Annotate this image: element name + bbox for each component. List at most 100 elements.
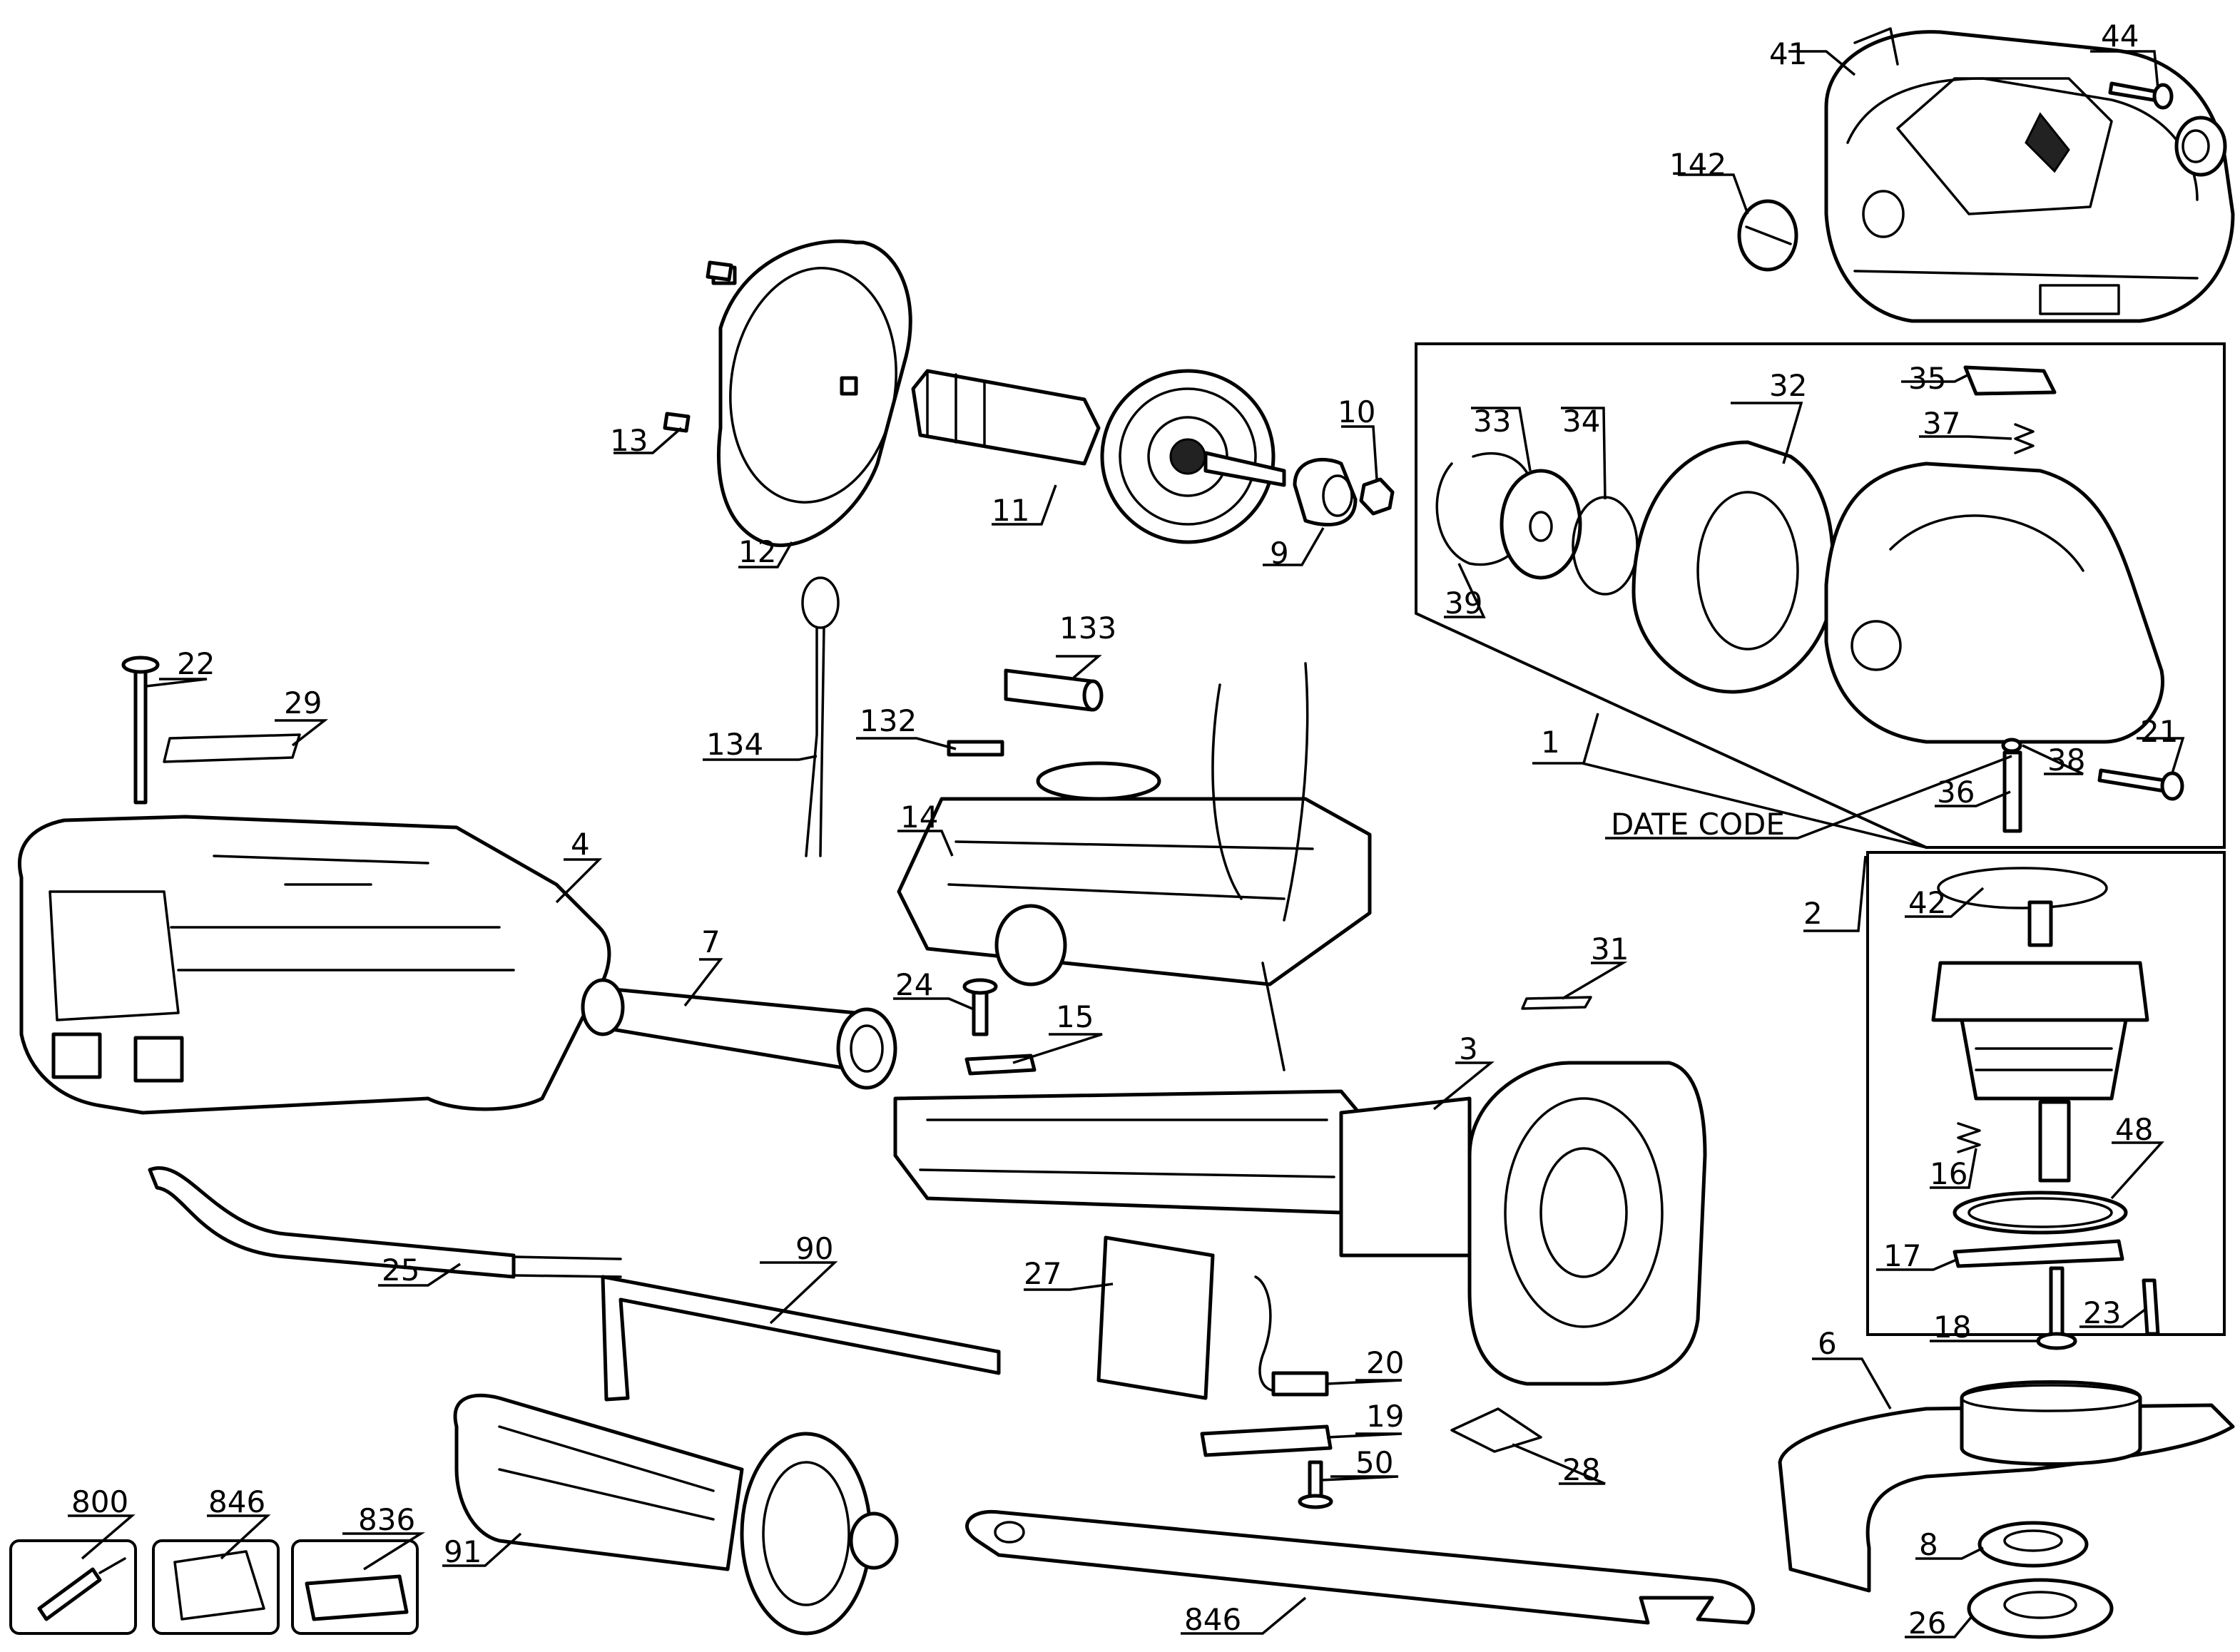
- callout-23: 23: [2083, 1295, 2121, 1330]
- part-90-hex-key: [601, 1275, 1001, 1402]
- part-19-brush-plate: [1200, 1424, 1333, 1457]
- part-28-label: [1450, 1407, 1542, 1453]
- callout-41: 41: [1769, 36, 1807, 71]
- callout-132: 132: [860, 703, 917, 738]
- callout-134: 134: [706, 727, 763, 762]
- callout-10: 10: [1338, 394, 1375, 429]
- part-10-nut: [1359, 477, 1395, 516]
- callout-32: 32: [1769, 368, 1807, 403]
- callout-11: 11: [992, 493, 1029, 528]
- part-132-connector: [947, 740, 1004, 757]
- callout-8: 8: [1919, 1527, 1938, 1562]
- callout-21: 21: [2140, 714, 2178, 749]
- kit-1-box: [1415, 342, 2226, 849]
- part-7-tube: [581, 978, 897, 1090]
- date-code-label: DATE CODE: [1611, 807, 1785, 842]
- callout-20: 20: [1366, 1345, 1404, 1380]
- callout-91: 91: [444, 1534, 482, 1569]
- callout-18: 18: [1933, 1310, 1971, 1345]
- callout-846-kit: 846: [208, 1484, 265, 1519]
- callout-24: 24: [895, 967, 933, 1002]
- part-31-label: [1521, 996, 1592, 1010]
- callout-42: 42: [1908, 885, 1946, 920]
- callout-800: 800: [71, 1484, 128, 1519]
- callout-35: 35: [1908, 361, 1946, 396]
- part-134-cable-tie: [801, 576, 840, 857]
- part-91-side-handle: [453, 1393, 899, 1636]
- callout-19: 19: [1366, 1399, 1404, 1434]
- part-3-motor-housing: [893, 1061, 1707, 1386]
- part-29-label: [163, 733, 301, 763]
- part-18-screw: [2036, 1266, 2077, 1350]
- callout-37: 37: [1923, 406, 1960, 441]
- part-38-washer: [2001, 738, 2022, 753]
- part-16-spring: [1957, 1122, 1981, 1153]
- callout-9: 9: [1270, 536, 1289, 571]
- callout-2: 2: [1803, 896, 1823, 931]
- callout-36: 36: [1937, 775, 1975, 810]
- part-11-armature: [911, 369, 1286, 544]
- callout-1: 1: [1541, 725, 1560, 760]
- callout-26: 26: [1908, 1606, 1946, 1641]
- callout-15: 15: [1056, 999, 1094, 1034]
- part-41-end-cap: [1824, 27, 2235, 323]
- part-44-screw: [2108, 81, 2174, 110]
- callout-133: 133: [1059, 611, 1116, 646]
- callout-3: 3: [1459, 1031, 1478, 1066]
- part-14-field-assembly: [897, 662, 1372, 1071]
- callout-6: 6: [1818, 1326, 1837, 1361]
- part-20-brush-holder: [1254, 1275, 1329, 1397]
- callout-34: 34: [1562, 404, 1600, 439]
- part-48-ring: [1953, 1190, 2128, 1235]
- callout-846-spanner: 846: [1184, 1602, 1241, 1637]
- part-36-pin: [2002, 750, 2022, 833]
- part-13-pins: [663, 260, 733, 433]
- callout-22: 22: [177, 646, 215, 681]
- part-34-o-ring: [1572, 496, 1639, 596]
- part-4-housing-half: [18, 815, 611, 1115]
- part-12-baffle: [711, 239, 912, 547]
- part-35-lock-button: [1963, 365, 2057, 396]
- callout-38: 38: [2047, 743, 2085, 777]
- callout-14: 14: [900, 800, 938, 835]
- callout-12: 12: [738, 534, 776, 569]
- callout-142: 142: [1669, 147, 1726, 182]
- callout-50: 50: [1355, 1445, 1393, 1480]
- part-50-screw: [1298, 1460, 1333, 1509]
- callout-16: 16: [1930, 1156, 1967, 1191]
- part-8-flange: [1977, 1521, 2089, 1568]
- cap-washer: [2174, 116, 2227, 177]
- gear-case: [1824, 462, 2164, 744]
- callout-29: 29: [284, 685, 322, 720]
- callout-labels: 41 44 142 13 12 11 9 10 39 33 34 32 35 3…: [71, 19, 2178, 1641]
- callout-39: 39: [1445, 586, 1482, 621]
- callout-31: 31: [1591, 932, 1629, 967]
- kit-800-box: [9, 1539, 137, 1635]
- part-846-spanner: [965, 1509, 1756, 1625]
- callout-28: 28: [1562, 1452, 1600, 1487]
- kit-846-box: [152, 1539, 280, 1635]
- part-33-bearing: [1500, 469, 1582, 580]
- part-21-screw: [2097, 768, 2184, 801]
- leader-lines: [68, 50, 2185, 1638]
- part-24-screw: [962, 978, 998, 1036]
- callout-48: 48: [2115, 1112, 2153, 1147]
- part-32-fan: [1631, 440, 1835, 694]
- kit-836-box: [291, 1539, 419, 1635]
- part-22-screw: [121, 656, 160, 805]
- part-9-bearing: [1293, 458, 1358, 526]
- part-17-clamp: [1953, 1239, 2124, 1268]
- part-142-cover-screw: [1737, 199, 1798, 272]
- part-23-screw: [2142, 1278, 2160, 1336]
- part-27-insulator: [1096, 1235, 1215, 1400]
- part-6-guard: [1778, 1380, 2235, 1593]
- callout-4: 4: [571, 827, 590, 862]
- part-133-sleeve: [1004, 668, 1104, 712]
- callout-836: 836: [358, 1502, 415, 1537]
- callout-13: 13: [610, 423, 648, 458]
- callout-27: 27: [1024, 1256, 1062, 1291]
- callout-25: 25: [382, 1253, 419, 1288]
- part-42-o-ring: [1937, 867, 2108, 909]
- part-37-spring: [2014, 423, 2035, 454]
